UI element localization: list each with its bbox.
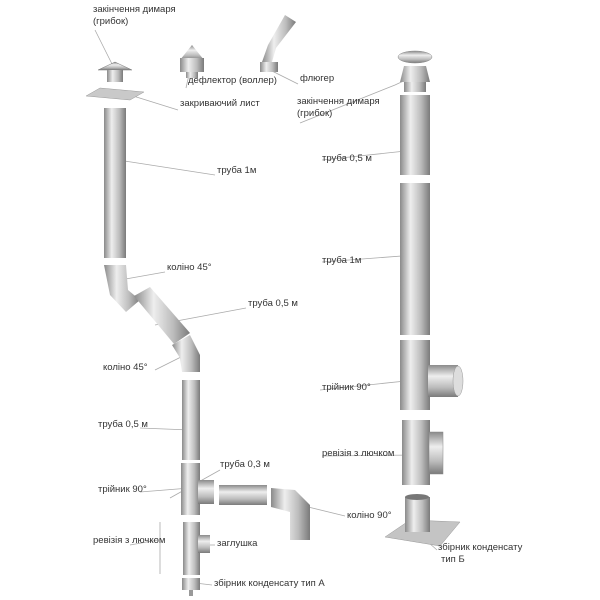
label-tee-left: трійник 90° [98,484,147,495]
label-cap-left-line2: (грибок) [93,16,129,27]
label-closing-sheet: закриваючий лист [180,98,260,109]
label-cap-right-line2: (грибок) [297,108,333,119]
label-collector-b-line2: тип Б [441,554,465,565]
label-revision-left: ревізія з лючком [93,535,166,546]
label-tee-right: трійник 90° [322,382,371,393]
label-revision-right: ревізія з лючком [322,448,395,459]
label-cap-left-line1: закінчення димаря [93,4,176,15]
label-pipe-05-left: труба 0,5 м [98,419,148,430]
label-cap-left: закінчення димаря(грибок) [93,4,176,28]
left-chimney-assembly [85,15,310,596]
label-elbow45-top: коліно 45° [167,262,212,273]
label-deflector: дефлектор (воллер) [188,75,277,86]
right-chimney-assembly [384,50,464,547]
label-cap-right: закінчення димаря(грибок) [297,96,380,120]
label-collector-a: збірник конденсату тип А [214,578,325,589]
label-collector-b-line1: збірник конденсату [438,542,523,553]
leader-lines [94,29,438,586]
label-weathervane: флюгер [300,73,335,84]
label-cap-right-line1: закінчення димаря [297,96,380,107]
label-pipe-03: труба 0,3 м [220,459,270,470]
label-pipe-1m-left: труба 1м [217,165,257,176]
label-pipe-05-right: труба 0,5 м [322,153,372,164]
label-elbow45-bottom: коліно 45° [103,362,148,373]
label-pipe-05-diagonal: труба 0,5 м [248,298,298,309]
label-elbow90: коліно 90° [347,510,392,521]
label-pipe-1m-right: труба 1м [322,255,362,266]
label-plug: заглушка [217,538,258,549]
